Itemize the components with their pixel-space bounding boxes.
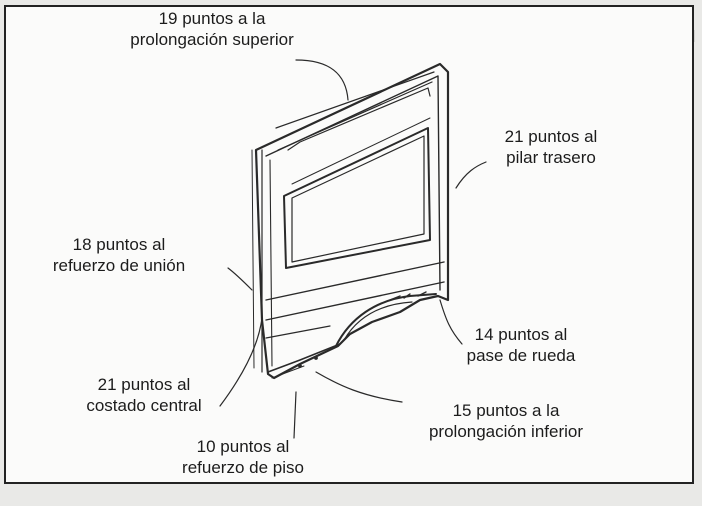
label-wheel-arch: 14 puntos al pase de rueda: [466, 325, 576, 365]
label-central-side: 21 puntos al costado central: [86, 375, 202, 415]
wheel-arch: [335, 293, 437, 347]
label-lower-extension: 15 puntos a la prolongación inferior: [428, 401, 584, 441]
label-union-reinforcement: 18 puntos al refuerzo de unión: [52, 235, 186, 275]
figure-frame: [4, 5, 694, 484]
panel-outline: [254, 62, 450, 380]
window-opening: [283, 127, 431, 269]
label-floor-reinforcement: 10 puntos al refuerzo de piso: [182, 437, 304, 477]
label-top-extension: 19 puntos a la prolongación superior: [130, 9, 294, 49]
label-rear-pillar: 21 puntos al pilar trasero: [504, 127, 598, 167]
